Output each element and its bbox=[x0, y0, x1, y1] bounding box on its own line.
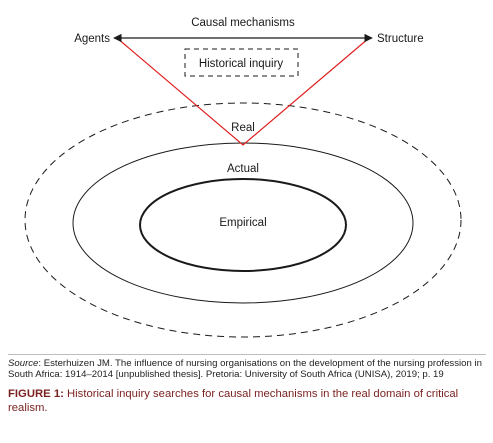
label-structure: Structure bbox=[377, 33, 424, 45]
historical-inquiry-box bbox=[184, 48, 299, 77]
causal-triangle bbox=[116, 37, 370, 146]
real-domain-ellipse bbox=[24, 102, 462, 338]
label-agents: Agents bbox=[74, 33, 110, 45]
figure-number: FIGURE 1: bbox=[8, 387, 64, 400]
empirical-domain-ellipse bbox=[139, 178, 347, 272]
label-causal-mechanisms: Causal mechanisms bbox=[191, 17, 295, 29]
source-note: Source: Esterhuizen JM. The influence of… bbox=[8, 358, 486, 381]
label-real: Real bbox=[231, 122, 255, 134]
source-prefix: Source bbox=[8, 358, 39, 369]
critical-realism-diagram: Agents Structure Causal mechanisms Histo… bbox=[24, 17, 462, 338]
label-historical-inquiry: Historical inquiry bbox=[199, 58, 284, 70]
caption-divider bbox=[8, 354, 486, 355]
actual-domain-ellipse bbox=[72, 142, 414, 304]
figure-caption-text: Historical inquiry searches for causal m… bbox=[8, 387, 459, 414]
label-actual: Actual bbox=[227, 163, 259, 175]
caption-area: Source: Esterhuizen JM. The influence of… bbox=[8, 354, 486, 415]
source-text: : Esterhuizen JM. The influence of nursi… bbox=[8, 358, 482, 381]
figure-caption: FIGURE 1: Historical inquiry searches fo… bbox=[8, 387, 486, 415]
label-empirical: Empirical bbox=[219, 217, 266, 229]
